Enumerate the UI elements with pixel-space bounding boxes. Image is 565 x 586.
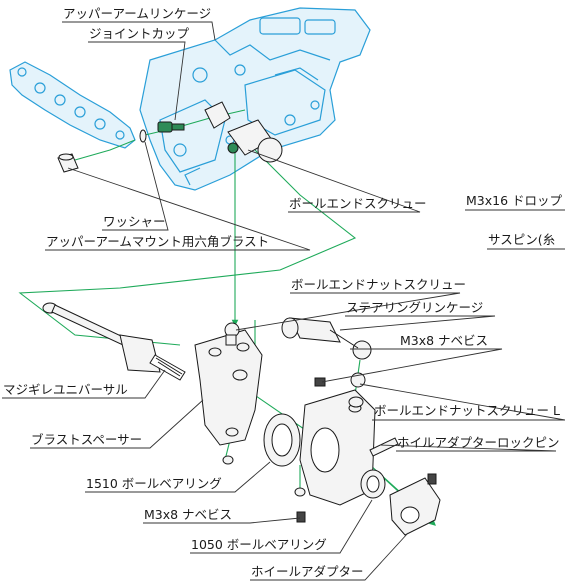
wheel-adapter-part xyxy=(389,473,441,536)
ball-end-nut-screw-part xyxy=(224,322,240,346)
label-ball-end-nut-screw: ボールエンドナットスクリュー xyxy=(291,277,467,292)
label-washer: ワッシャー xyxy=(103,214,166,229)
label-ball-end-nut-screw-l: ボールエンドナットスクリュー L xyxy=(374,403,560,418)
washer-part xyxy=(139,129,147,143)
hub-carrier-part xyxy=(294,389,376,506)
label-bearing-1050: 1050 ボールベアリング xyxy=(191,537,327,552)
parts xyxy=(42,101,441,536)
chassis-assembly xyxy=(139,7,371,191)
leader-lines xyxy=(2,21,565,581)
knuckle-part xyxy=(194,329,263,465)
joint-cup-part xyxy=(204,101,231,129)
label-bearing-1510: 1510 ボールベアリング xyxy=(86,476,222,491)
label-m3x8-top: M3x8 ナベビス xyxy=(400,333,489,348)
bearing-1510-part xyxy=(263,413,301,467)
label-upper-arm-linkage: アッパーアームリンケージ xyxy=(63,6,212,21)
label-suspin: サスピン(糸 xyxy=(488,232,556,247)
label-m3x16-drop: M3x16 ドロップ xyxy=(466,193,563,208)
universal-shaft-part xyxy=(42,302,186,381)
lock-pin-part xyxy=(369,437,399,457)
label-m3x8-bottom: M3x8 ナベビス xyxy=(144,507,233,522)
green-screw-part xyxy=(157,121,185,133)
label-steering-linkage: ステアリングリンケージ xyxy=(346,300,484,315)
label-upper-arm-mount-hex-blast: アッパーアームマウント用六角ブラスト xyxy=(46,234,270,249)
label-joint-cup: ジョイントカップ xyxy=(89,26,190,41)
hex-blast-part xyxy=(57,153,79,173)
ball-end-nut-screw-l-part xyxy=(348,372,366,408)
bearing-1050-part xyxy=(360,469,386,499)
steering-linkage-part xyxy=(281,317,372,360)
label-blast-spacer: ブラストスペーサー xyxy=(31,432,143,447)
label-wheel-adapter: ホイールアダプター xyxy=(251,564,364,579)
m3x8-screw-bottom xyxy=(296,511,306,523)
label-ball-end-screw: ボールエンドスクリュー xyxy=(289,196,427,211)
label-wheel-adapter-lock-pin: ホイルアダプターロックピン xyxy=(397,435,560,450)
upper-arm xyxy=(9,61,136,149)
label-magic-universal: マジギレユニバーサル xyxy=(3,382,128,397)
m3x8-screw-top xyxy=(314,377,326,387)
